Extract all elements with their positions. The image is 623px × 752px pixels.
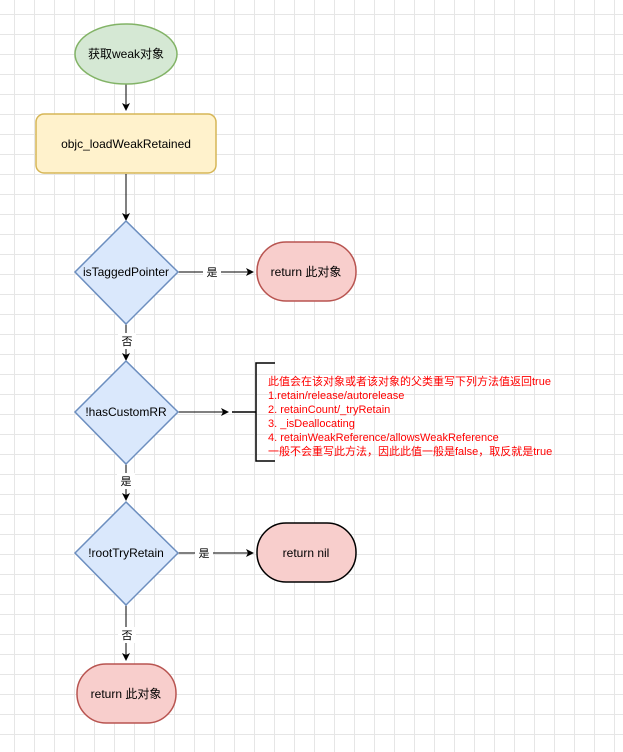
is-tagged-pointer-node: isTaggedPointer [73,219,180,326]
edge-label-retain-yes: 是 [199,547,210,560]
start-node: 获取weak对象 [74,23,178,85]
root-try-retain-label: !rootTryRetain [88,546,164,560]
return-final-label: return 此对象 [91,687,162,701]
edge-label-tagged-yes: 是 [207,266,218,279]
note-line: 此值会在该对象或者该对象的父类重写下列方法值返回true [268,374,551,388]
load-retained-label: objc_loadWeakRetained [61,137,191,151]
edge-label-tagged-no: 否 [122,336,133,348]
has-custom-rr-node: !hasCustomRR [73,359,180,466]
edge-labels: 是 否 是 是 否 [117,264,221,643]
has-custom-rr-label: !hasCustomRR [85,405,167,419]
note-line: 2. retainCount/_tryRetain [268,404,390,416]
edge-label-custom-yes: 是 [121,475,132,488]
note-line: 4. retainWeakReference/allowsWeakReferen… [268,432,499,444]
note-line: 3. _isDeallocating [268,418,355,430]
return-nil-label: return nil [283,546,330,560]
note-line: 一般不会重写此方法，因此此值一般是false，取反就是true [268,444,552,458]
note-text: 此值会在该对象或者该对象的父类重写下列方法值返回true 1.retain/re… [268,374,552,458]
return-tagged-node: return 此对象 [256,241,357,302]
note-bracket [232,362,275,462]
return-tagged-label: return 此对象 [271,265,342,279]
edge-label-retain-no: 否 [122,630,133,642]
return-final-node: return 此对象 [76,663,177,724]
root-try-retain-node: !rootTryRetain [73,500,180,607]
is-tagged-pointer-label: isTaggedPointer [83,265,169,279]
return-nil-node: return nil [256,522,357,583]
note-line: 1.retain/release/autorelease [268,390,404,402]
start-node-label: 获取weak对象 [88,47,164,61]
load-retained-node: objc_loadWeakRetained [35,113,217,174]
